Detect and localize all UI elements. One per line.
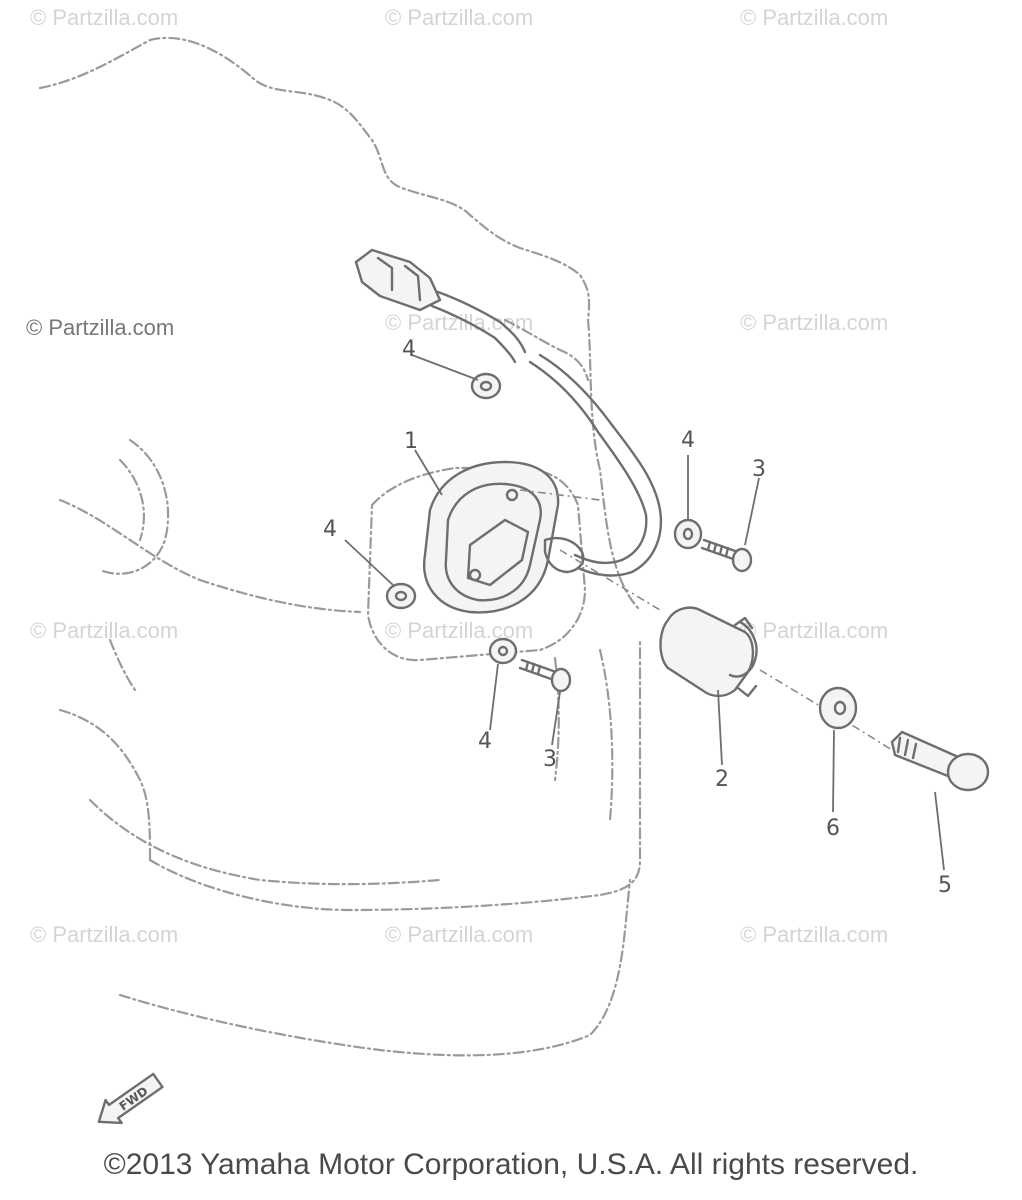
- washer-hole: [497, 645, 509, 657]
- assembly-axis: [519, 489, 601, 501]
- coupler-detail: [376, 256, 422, 302]
- leader-line: [414, 449, 443, 496]
- screw-thread: [524, 660, 542, 676]
- callout-part-5: 5: [938, 873, 952, 898]
- pickup-coil: [422, 460, 585, 614]
- coil-screw-hole: [505, 488, 519, 502]
- washer-hole: [394, 590, 408, 602]
- washer-large-hole: [833, 700, 847, 716]
- watermark-text: © Partzilla.com: [740, 5, 888, 30]
- leader-line: [411, 354, 479, 381]
- case-mid-outline: [58, 498, 362, 614]
- watermark-text: © Partzilla.com: [26, 315, 174, 340]
- forward-arrow-icon: FWD: [97, 1072, 164, 1125]
- bolt: [890, 730, 990, 792]
- watermark-text: © Partzilla.com: [30, 618, 178, 643]
- bolt-head: [946, 752, 990, 792]
- screw-head: [550, 667, 572, 693]
- watermark-layer: © Partzilla.com © Partzilla.com © Partzi…: [26, 5, 888, 947]
- leader-line: [489, 663, 499, 731]
- leader-lines: [344, 354, 945, 871]
- leader-line: [832, 729, 835, 813]
- coupler: [354, 248, 442, 312]
- screw-thread: [706, 540, 730, 558]
- callout-part-1: 1: [404, 429, 418, 454]
- coil-inner-rim: [444, 482, 542, 602]
- watermark-text: © Partzilla.com: [30, 922, 178, 947]
- leader-line: [744, 477, 760, 546]
- harness-wire: [528, 360, 648, 565]
- cover-inner-outline: [503, 318, 590, 382]
- callout-part-6: 6: [826, 816, 840, 841]
- forward-arrow-shape: [97, 1072, 164, 1125]
- coil-boss: [543, 536, 585, 574]
- bolt-thread: [896, 736, 918, 760]
- case-lower-outline: [58, 708, 152, 862]
- leader-line: [717, 689, 723, 766]
- watermark-text: © Partzilla.com: [740, 922, 888, 947]
- washers: [385, 372, 703, 665]
- screw-head: [731, 547, 753, 573]
- washer: [470, 372, 502, 400]
- case-left-edge: [108, 638, 137, 692]
- callout-labels: 4 1 4 3 4 4 3 2 6 5: [323, 337, 952, 898]
- wire-lead: [430, 304, 517, 364]
- screws: [518, 538, 753, 693]
- callout-part-4: 4: [402, 337, 416, 362]
- watermark-text: © Partzilla.com: [385, 922, 533, 947]
- coil-screw-hole: [468, 568, 482, 582]
- leader-line: [551, 691, 561, 746]
- case-bottom-outline: [148, 638, 642, 912]
- coil-bracket: [466, 518, 530, 587]
- callout-part-4: 4: [478, 729, 492, 754]
- washer-hole: [479, 380, 493, 392]
- callout-part-3: 3: [752, 457, 766, 482]
- engine-right-outline: [586, 318, 642, 612]
- watermark-text: © Partzilla.com: [30, 5, 178, 30]
- cover-outline: [366, 466, 587, 662]
- callout-part-2: 2: [715, 767, 729, 792]
- washer-large: [818, 686, 858, 730]
- assembly-axis: [559, 549, 901, 756]
- washer-hole: [682, 527, 694, 541]
- collar-tab: [733, 616, 758, 698]
- harness-wire: [538, 353, 663, 577]
- engine-top-outline: [38, 36, 591, 322]
- collar-end: [728, 620, 758, 678]
- callout-part-3: 3: [543, 747, 557, 772]
- callout-part-4: 4: [681, 428, 695, 453]
- leader-line: [344, 539, 394, 586]
- engine-outline: [38, 36, 642, 1057]
- washer: [488, 637, 518, 665]
- watermark-text: © Partzilla.com: [740, 618, 888, 643]
- oilpan-outline: [118, 878, 632, 1057]
- callout-part-4: 4: [323, 517, 337, 542]
- watermark-text: © Partzilla.com: [385, 618, 533, 643]
- washer: [673, 518, 703, 550]
- leader-line: [934, 791, 945, 871]
- flywheel-left-outline: [98, 438, 170, 575]
- watermark-text: © Partzilla.com: [740, 310, 888, 335]
- copyright-footer: ©2013 Yamaha Motor Corporation, U.S.A. A…: [103, 1148, 919, 1181]
- connector-harness: [354, 248, 663, 577]
- case-lower-outline: [88, 798, 442, 886]
- wire-lead: [436, 290, 527, 354]
- washer: [385, 582, 417, 610]
- watermark-text: © Partzilla.com: [385, 5, 533, 30]
- collar: [659, 606, 758, 698]
- plain-washer: [818, 686, 858, 730]
